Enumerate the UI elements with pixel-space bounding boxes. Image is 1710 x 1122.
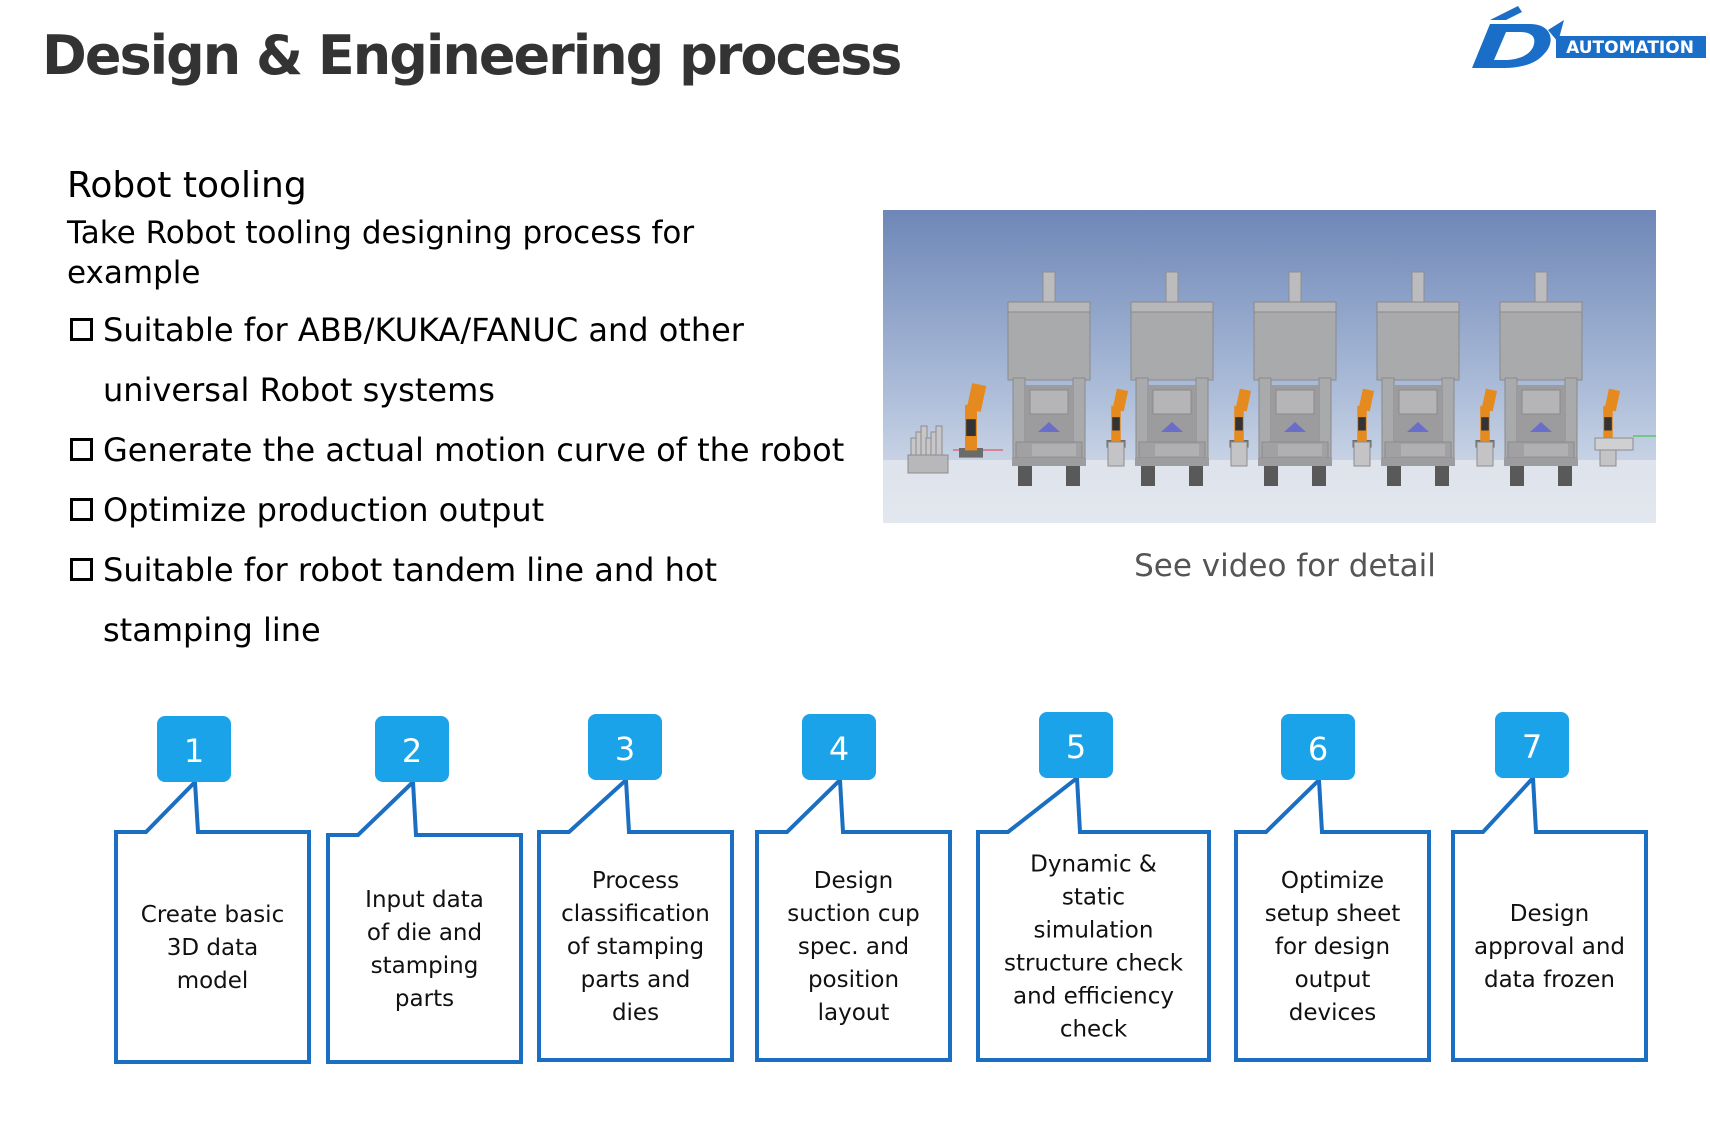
step-text-line: classification <box>561 901 710 927</box>
step-text-line: suction cup <box>787 901 919 927</box>
step-text-line: approval and <box>1474 934 1625 960</box>
step-text-line: Design <box>814 868 893 894</box>
step-text-line: layout <box>818 1000 890 1026</box>
checkbox-square-icon <box>70 498 93 521</box>
step-text-line: position <box>808 967 899 993</box>
step-text-line: static <box>1062 885 1125 911</box>
checkbox-square-icon <box>70 558 93 581</box>
step-text-line: output <box>1295 967 1371 993</box>
step-box <box>1234 775 1431 1062</box>
checkbox-square-icon <box>70 438 93 461</box>
list-item: Optimize production output <box>68 480 868 540</box>
step-text-line: data frozen <box>1484 967 1615 993</box>
list-item: Suitable for ABB/KUKA/FANUC and other un… <box>68 300 868 420</box>
robot-stand <box>1107 441 1125 467</box>
step-number-badge <box>802 714 876 780</box>
intro-text: Take Robot tooling designing process for… <box>67 215 695 291</box>
video-caption: See video for detail <box>1134 548 1436 584</box>
step-box <box>114 777 311 1064</box>
step-text-line: setup sheet <box>1265 901 1401 927</box>
press <box>1130 271 1214 486</box>
step-text-line: of die and <box>367 920 482 946</box>
step-number-badge <box>1039 712 1113 778</box>
step-text-line: dies <box>612 1000 659 1026</box>
logo-text: AUTOMATION <box>1566 38 1694 58</box>
output-conveyor <box>1594 437 1634 451</box>
step-text-line: Design <box>1510 901 1589 927</box>
step-text-line: parts <box>395 986 454 1012</box>
step-text-line: spec. and <box>798 934 909 960</box>
step-number: 2 <box>402 732 422 770</box>
feature-list: Suitable for ABB/KUKA/FANUC and other un… <box>68 300 868 660</box>
page-title: Design & Engineering process <box>42 24 902 87</box>
press <box>1253 271 1337 486</box>
step-number-badge <box>588 714 662 780</box>
step-number: 5 <box>1066 728 1086 766</box>
robot-stand <box>1353 441 1371 467</box>
robot <box>959 383 987 458</box>
step-text-line: simulation <box>1034 918 1154 944</box>
robot-stand <box>1476 441 1494 467</box>
step-text-line: stamping <box>371 953 479 979</box>
step-number: 6 <box>1308 730 1328 768</box>
step-text-line: parts and <box>581 967 691 993</box>
step-box <box>326 777 523 1064</box>
step-number-badge <box>157 716 231 782</box>
list-item: Generate the actual motion curve of the … <box>68 420 868 480</box>
press <box>1007 271 1091 486</box>
list-item: Suitable for robot tandem line and hot s… <box>68 540 868 660</box>
press-line-render[interactable] <box>883 210 1656 523</box>
step-box <box>537 775 734 1062</box>
step-number-badge <box>1281 714 1355 780</box>
blank-stack <box>907 425 949 474</box>
step-text-line: of stamping <box>567 934 704 960</box>
step-text-line: structure check <box>1004 951 1184 977</box>
step-box <box>976 774 1211 1062</box>
step-text-line: and efficiency <box>1013 984 1174 1010</box>
step-number: 3 <box>615 730 635 768</box>
press <box>1499 271 1583 486</box>
company-logo: AUTOMATION <box>1472 6 1706 68</box>
step-number-badge <box>1495 712 1569 778</box>
robot-stand <box>1230 441 1248 467</box>
step-text-line: Create basic <box>141 902 284 928</box>
step-number: 4 <box>829 730 849 768</box>
press <box>1376 271 1460 486</box>
step-text-line: devices <box>1289 1000 1377 1026</box>
step-number: 7 <box>1522 728 1542 766</box>
step-text-line: model <box>177 968 249 994</box>
step-text-line: Optimize <box>1281 868 1384 894</box>
checkbox-square-icon <box>70 318 93 341</box>
step-text-line: for design <box>1275 934 1390 960</box>
step-box <box>1451 773 1648 1062</box>
step-text-line: 3D data <box>167 935 258 961</box>
step-text-line: Dynamic & <box>1030 852 1157 878</box>
step-text-line: Process <box>592 868 679 894</box>
step-text-line: Input data <box>365 887 484 913</box>
step-number-badge <box>375 716 449 782</box>
step-box <box>755 775 952 1062</box>
step-text-line: check <box>1060 1017 1128 1043</box>
section-heading: Robot tooling <box>67 165 307 206</box>
step-number: 1 <box>184 732 204 770</box>
